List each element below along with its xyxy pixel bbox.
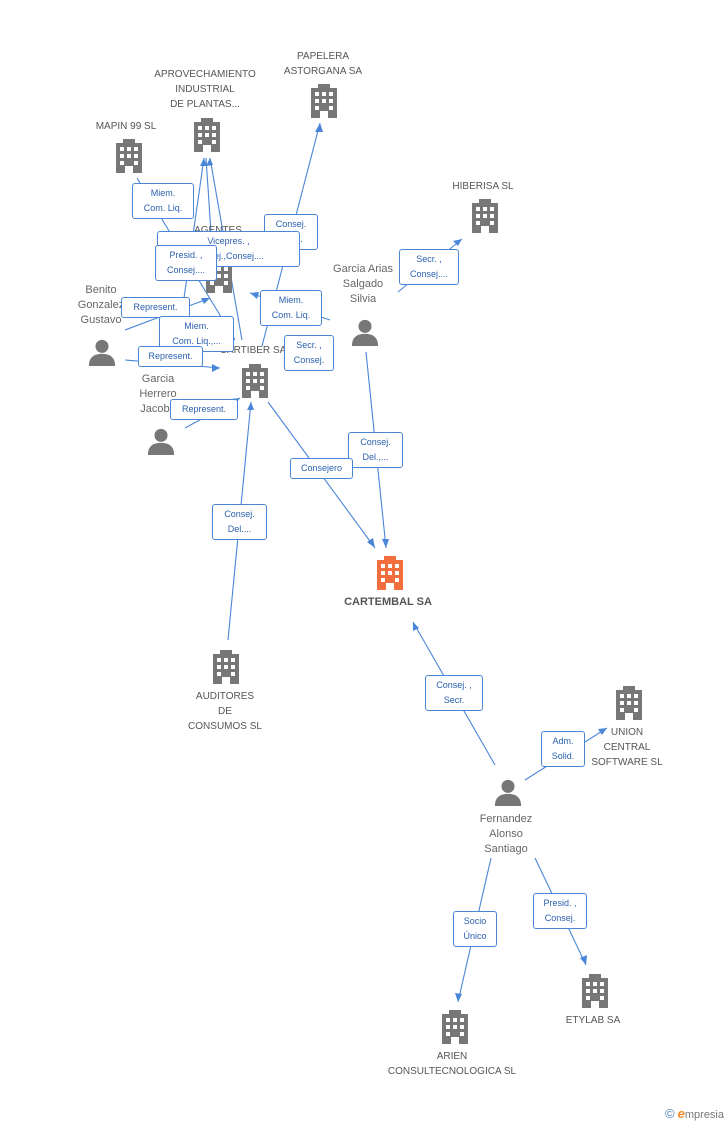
arrow-cartembal-1 — [382, 539, 389, 548]
arrow-aprovechamiento-1 — [206, 158, 213, 166]
arrow-cartiber-4 — [250, 292, 259, 299]
copyright-symbol: © — [664, 1106, 675, 1121]
papelera-building-icon[interactable] — [311, 84, 337, 118]
edge-label-miem-benito[interactable]: Miem.Com. Liq.,... — [159, 316, 234, 352]
hiberisa-building-icon[interactable] — [472, 199, 498, 233]
mapin-building-icon[interactable] — [116, 139, 142, 173]
edge-label-represent-benito-2[interactable]: Represent. — [138, 346, 203, 367]
benito-person-icon[interactable] — [88, 339, 116, 366]
edge-label-adm-union[interactable]: Adm.Solid. — [541, 731, 585, 767]
arrow-hiberisa — [453, 239, 462, 246]
edge-label-presid-etylab[interactable]: Presid. ,Consej. — [533, 893, 587, 929]
arrowheads — [200, 123, 607, 1002]
edge-label-presid-agentes[interactable]: Presid. ,Consej.... — [155, 245, 217, 281]
edge-label-represent-garcia[interactable]: Represent. — [170, 399, 238, 420]
arrow-papelera — [315, 123, 323, 132]
aprovechamiento-building-icon[interactable] — [194, 118, 220, 152]
arrow-etylab — [580, 955, 587, 965]
edge-label-secr-hiberisa[interactable]: Secr. ,Consej.... — [399, 249, 459, 285]
etylab-building-icon[interactable] — [582, 974, 608, 1008]
arrow-cartembal-2 — [367, 538, 375, 548]
node-label-mapin[interactable]: MAPIN 99 SL — [95, 121, 157, 132]
node-label-cartiber[interactable]: CARTIBER SA — [219, 345, 287, 356]
arrow-cartembal-3 — [413, 622, 419, 631]
arrow-agentes — [201, 298, 210, 304]
empresia-credit: © empresia — [665, 1106, 724, 1121]
garcia-herrero-person-icon[interactable] — [147, 428, 175, 455]
fernandez-person-icon[interactable] — [494, 779, 522, 806]
edge-label-secr-silvia-cartiber[interactable]: Secr. ,Consej. — [284, 335, 334, 371]
edge-label-consej-fernandez[interactable]: Consej. ,Secr. — [425, 675, 483, 711]
cartiber-building-icon[interactable] — [242, 364, 268, 398]
arrow-aprovechamiento-2 — [200, 158, 207, 166]
arien-building-icon[interactable] — [442, 1010, 468, 1044]
brand-name: mpresia — [684, 1109, 724, 1121]
edge-label-represent-benito-1[interactable]: Represent. — [121, 297, 190, 318]
node-label-etylab[interactable]: ETYLAB SA — [565, 1015, 621, 1026]
brand-e-logo: e — [677, 1106, 685, 1121]
edge-label-miem-mapin[interactable]: Miem.Com. Liq. — [132, 183, 194, 219]
node-label-cartembal[interactable]: CARTEMBAL SA — [344, 596, 432, 608]
arrow-cartiber-2 — [212, 364, 220, 372]
garcia-arias-person-icon[interactable] — [351, 319, 379, 346]
arrow-arien — [455, 993, 462, 1002]
cartembal-building-icon[interactable] — [377, 556, 403, 590]
arrow-cartiber-1 — [247, 402, 254, 410]
arrow-union — [598, 728, 607, 735]
union-building-icon[interactable] — [616, 686, 642, 720]
edge-label-miem-silvia[interactable]: Miem.Com. Liq. — [260, 290, 322, 326]
auditores-building-icon[interactable] — [213, 650, 239, 684]
edge-label-consej-auditores[interactable]: Consej.Del.... — [212, 504, 267, 540]
edge-label-consejero-cartiber[interactable]: Consejero — [290, 458, 353, 479]
node-label-agentes[interactable]: AGENTES — [194, 223, 242, 238]
node-label-hiberisa[interactable]: HIBERISA SL — [452, 181, 514, 192]
edge-label-consej-silvia-cartembal[interactable]: Consej.Del.,... — [348, 432, 403, 468]
